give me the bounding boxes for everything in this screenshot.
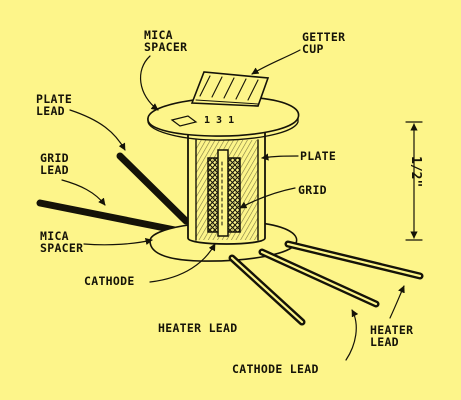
- grid-lead-rod: [36, 199, 179, 234]
- label-cathode: CATHODE: [84, 274, 135, 288]
- label-heater-lead-left: HEATER LEAD: [158, 321, 238, 335]
- label-dimension: 1/2": [408, 156, 423, 188]
- plate-lead-rod: [116, 152, 190, 225]
- label-grid: GRID: [298, 183, 327, 197]
- cathode-sleeve: [217, 149, 229, 237]
- spacer-marking: 1 3 1: [204, 115, 234, 126]
- label-cathode-lead: CATHODE LEAD: [232, 362, 319, 376]
- label-plate: PLATE: [300, 149, 337, 163]
